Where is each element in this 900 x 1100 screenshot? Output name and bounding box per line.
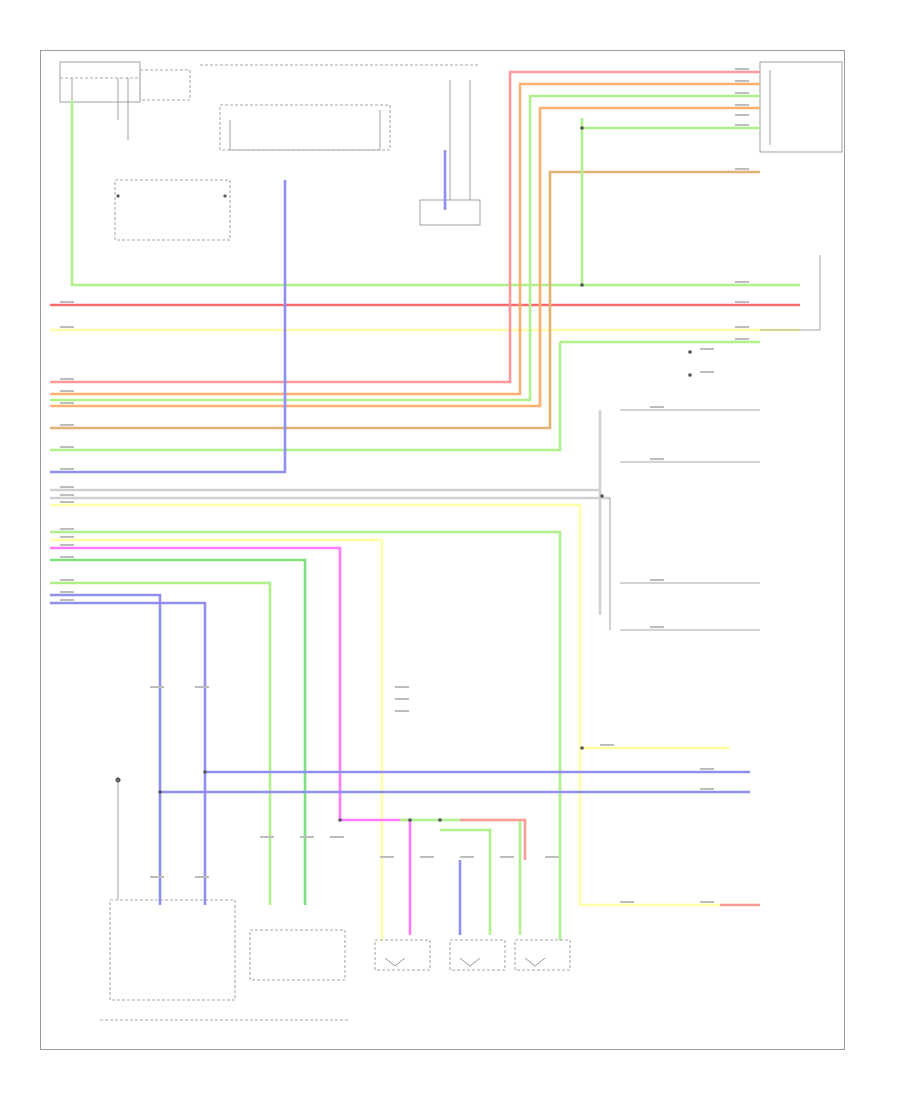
label-mark [60, 494, 74, 496]
label-mark [60, 599, 74, 601]
label-mark [60, 501, 74, 503]
wire-green-2 [50, 94, 760, 402]
right-connector [759, 61, 843, 153]
label-mark [300, 836, 314, 838]
label-mark [60, 402, 74, 404]
label-mark [380, 856, 394, 858]
label-mark [700, 348, 714, 350]
label-mark [735, 104, 749, 106]
label-mark [735, 326, 749, 328]
label-mark [700, 901, 714, 903]
wire-light-green-top [70, 100, 800, 287]
label-mark [650, 626, 664, 628]
label-mark [60, 468, 74, 470]
wire-group [50, 70, 800, 940]
diagram-frame [40, 50, 845, 1050]
label-mark [150, 876, 164, 878]
label-mark [60, 390, 74, 392]
wire-orange-1 [50, 82, 760, 396]
right-switch-blocks [115, 126, 821, 822]
wire-violet-2 [50, 593, 162, 905]
wire-orange-2 [50, 106, 760, 408]
label-mark [700, 788, 714, 790]
label-mark [195, 876, 209, 878]
door-lock-control-unit [219, 104, 391, 151]
label-mark [260, 836, 274, 838]
label-mark [735, 124, 749, 126]
label-mark [60, 486, 74, 488]
wire-red-lower [460, 818, 527, 860]
label-mark [600, 744, 614, 746]
label-mark [395, 710, 409, 712]
label-mark [420, 856, 434, 858]
wire-violet-top [50, 180, 287, 474]
wire-yellow-3 [50, 538, 384, 940]
power-distribution-block [59, 61, 191, 140]
label-mark [700, 768, 714, 770]
label-mark [735, 80, 749, 82]
wire-magenta [50, 546, 412, 935]
label-mark [735, 168, 749, 170]
label-mark [60, 528, 74, 530]
label-mark [60, 378, 74, 380]
label-mark [330, 836, 344, 838]
label-mark [735, 92, 749, 94]
label-mark [700, 371, 714, 373]
connector-block-top [200, 64, 481, 226]
label-mark [60, 591, 74, 593]
wire-violet-3 [50, 601, 207, 905]
label-mark [735, 301, 749, 303]
label-mark [735, 68, 749, 70]
relay-block [114, 179, 231, 241]
label-mark [60, 536, 74, 538]
label-mark [650, 579, 664, 581]
label-mark [735, 338, 749, 340]
wire-green-4 [50, 558, 307, 905]
label-mark [620, 901, 634, 903]
label-mark [650, 406, 664, 408]
label-mark [735, 281, 749, 283]
label-mark [60, 326, 74, 328]
label-mark [395, 698, 409, 700]
label-mark [395, 686, 409, 688]
wire-pink [50, 70, 760, 384]
label-mark [60, 579, 74, 581]
label-mark [60, 301, 74, 303]
wire-green-3 [50, 530, 562, 940]
label-mark [500, 856, 514, 858]
wire-yellow-2 [50, 503, 760, 907]
label-mark [460, 856, 474, 858]
wire-light-green-mid [50, 342, 562, 452]
label-mark [60, 446, 74, 448]
label-mark [650, 458, 664, 460]
label-mark [735, 114, 749, 116]
label-mark [60, 424, 74, 426]
wire-green-5 [50, 581, 272, 905]
label-mark [60, 556, 74, 558]
wire-green-lower2 [440, 828, 492, 935]
label-mark [60, 544, 74, 546]
wire-tan [50, 170, 760, 430]
label-mark [545, 856, 559, 858]
bottom-assemblies [100, 780, 571, 1021]
label-marks [60, 68, 749, 903]
label-mark [195, 686, 209, 688]
label-mark [150, 686, 164, 688]
